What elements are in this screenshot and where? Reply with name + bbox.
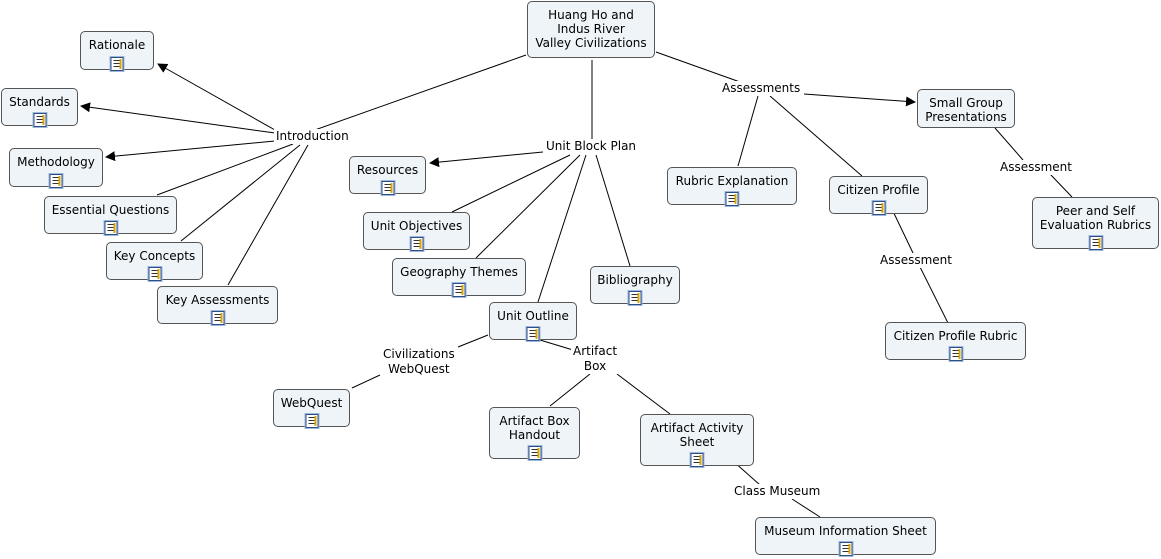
document-icon[interactable] bbox=[104, 221, 117, 235]
node-label: Standards bbox=[9, 95, 70, 109]
node-unit-outline[interactable]: Unit Outline bbox=[489, 302, 577, 341]
node-label: Unit Objectives bbox=[370, 219, 463, 233]
node-standards[interactable]: Standards bbox=[1, 88, 78, 127]
document-icon[interactable] bbox=[211, 311, 224, 325]
node-label: Rationale bbox=[88, 38, 146, 52]
node-label: Huang Ho and Indus River Valley Civiliza… bbox=[535, 8, 647, 50]
document-icon[interactable] bbox=[452, 283, 466, 297]
link-civilizations-webquest: Civilizations WebQuest bbox=[381, 347, 457, 377]
document-icon[interactable] bbox=[628, 291, 642, 305]
document-icon[interactable] bbox=[690, 453, 704, 467]
node-label: Rubric Explanation bbox=[675, 174, 789, 188]
node-label: Small Group Presentations bbox=[925, 96, 1007, 124]
node-label: WebQuest bbox=[280, 396, 343, 410]
link-introduction: Introduction bbox=[274, 129, 351, 144]
node-label: Citizen Profile Rubric bbox=[893, 329, 1018, 343]
node-label: Artifact Box Handout bbox=[499, 414, 570, 442]
node-bibliography[interactable]: Bibliography bbox=[590, 266, 680, 305]
node-key-concepts[interactable]: Key Concepts bbox=[106, 242, 203, 281]
node-label: Museum Information Sheet bbox=[764, 524, 927, 538]
node-rationale[interactable]: Rationale bbox=[80, 31, 154, 71]
link-assessment-small-group: Assessment bbox=[998, 160, 1074, 175]
document-icon[interactable] bbox=[949, 347, 962, 361]
link-assessment-citizen: Assessment bbox=[878, 253, 954, 268]
document-icon[interactable] bbox=[33, 113, 46, 127]
node-label: Essential Questions bbox=[51, 203, 170, 217]
link-artifact-box: Artifact Box bbox=[571, 344, 620, 374]
node-key-assessments[interactable]: Key Assessments bbox=[157, 286, 278, 325]
node-label: Resources bbox=[356, 163, 419, 177]
node-museum-information-sheet[interactable]: Museum Information Sheet bbox=[755, 517, 936, 556]
node-geography-themes[interactable]: Geography Themes bbox=[392, 258, 526, 297]
document-icon[interactable] bbox=[381, 181, 394, 195]
document-icon[interactable] bbox=[410, 237, 423, 251]
node-resources[interactable]: Resources bbox=[349, 156, 426, 195]
node-label: Artifact Activity Sheet bbox=[650, 421, 744, 449]
node-citizen-profile[interactable]: Citizen Profile bbox=[829, 176, 928, 215]
link-unit-block-plan: Unit Block Plan bbox=[544, 139, 639, 154]
node-methodology[interactable]: Methodology bbox=[9, 148, 103, 188]
link-class-museum: Class Museum bbox=[732, 484, 823, 499]
document-icon[interactable] bbox=[49, 174, 63, 188]
node-label: Bibliography bbox=[597, 273, 673, 287]
node-unit-objectives[interactable]: Unit Objectives bbox=[363, 212, 470, 251]
node-huang-ho-indus-valley[interactable]: Huang Ho and Indus River Valley Civiliza… bbox=[527, 1, 655, 58]
document-icon[interactable] bbox=[110, 57, 124, 71]
node-peer-self-evaluation-rubrics[interactable]: Peer and Self Evaluation Rubrics bbox=[1032, 197, 1159, 250]
document-icon[interactable] bbox=[148, 267, 161, 281]
node-label: Citizen Profile bbox=[837, 183, 920, 197]
node-artifact-activity-sheet[interactable]: Artifact Activity Sheet bbox=[640, 414, 754, 467]
node-label: Geography Themes bbox=[400, 265, 518, 279]
node-label: Peer and Self Evaluation Rubrics bbox=[1039, 204, 1152, 232]
node-citizen-profile-rubric[interactable]: Citizen Profile Rubric bbox=[885, 322, 1026, 361]
node-label: Methodology bbox=[17, 155, 95, 169]
node-artifact-box-handout[interactable]: Artifact Box Handout bbox=[489, 407, 580, 460]
node-essential-questions[interactable]: Essential Questions bbox=[44, 196, 177, 235]
link-assessments: Assessments bbox=[720, 81, 803, 96]
node-rubric-explanation[interactable]: Rubric Explanation bbox=[667, 167, 797, 206]
document-icon[interactable] bbox=[725, 192, 739, 206]
document-icon[interactable] bbox=[872, 201, 885, 215]
node-label: Key Concepts bbox=[113, 249, 196, 263]
node-webquest[interactable]: WebQuest bbox=[273, 389, 350, 428]
document-icon[interactable] bbox=[1089, 236, 1102, 250]
document-icon[interactable] bbox=[528, 446, 541, 460]
document-icon[interactable] bbox=[305, 414, 318, 428]
document-icon[interactable] bbox=[526, 327, 540, 341]
node-label: Unit Outline bbox=[497, 309, 569, 323]
node-label: Key Assessments bbox=[165, 293, 270, 307]
node-small-group-presentations[interactable]: Small Group Presentations bbox=[917, 89, 1015, 128]
document-icon[interactable] bbox=[839, 542, 852, 556]
